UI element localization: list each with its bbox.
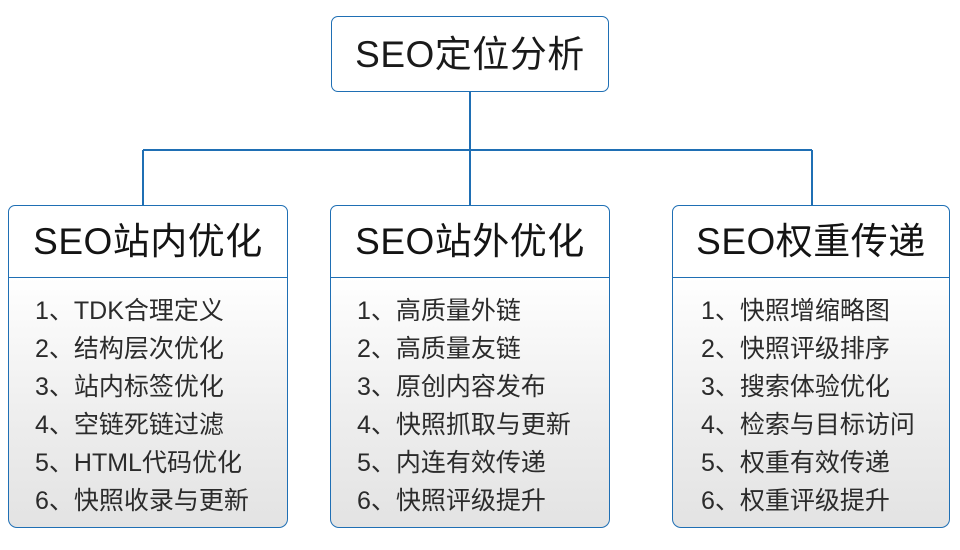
root-node[interactable]: SEO定位分析 — [331, 16, 609, 92]
list-item: 3、原创内容发布 — [357, 373, 546, 401]
list-item: 5、HTML代码优化 — [35, 449, 242, 477]
root-node-label: SEO定位分析 — [355, 33, 585, 75]
list-item: 4、快照抓取与更新 — [357, 411, 571, 439]
list-item: 1、快照增缩略图 — [701, 297, 890, 325]
branch-title-2: SEO站外优化 — [355, 221, 585, 262]
list-item: 6、权重评级提升 — [701, 487, 890, 515]
branch-body-3: 1、快照增缩略图 2、快照评级排序 3、搜索体验优化 4、检索与目标访问 5、权… — [672, 278, 950, 528]
list-item: 3、站内标签优化 — [35, 373, 224, 401]
branch-body-2: 1、高质量外链 2、高质量友链 3、原创内容发布 4、快照抓取与更新 5、内连有… — [330, 278, 610, 528]
list-item: 2、快照评级排序 — [701, 335, 890, 363]
branch-title-1: SEO站内优化 — [33, 221, 263, 262]
list-item: 5、权重有效传递 — [701, 449, 890, 477]
branch-header-2[interactable]: SEO站外优化 — [330, 205, 610, 278]
branch-body-1: 1、TDK合理定义 2、结构层次优化 3、站内标签优化 4、空链死链过滤 5、H… — [8, 278, 288, 528]
branch-column-3[interactable]: SEO权重传递 1、快照增缩略图 2、快照评级排序 3、搜索体验优化 4、检索与… — [672, 205, 950, 528]
branch-title-3: SEO权重传递 — [696, 221, 926, 262]
branch-item-list-2: 1、高质量外链 2、高质量友链 3、原创内容发布 4、快照抓取与更新 5、内连有… — [331, 292, 609, 520]
branch-header-3[interactable]: SEO权重传递 — [672, 205, 950, 278]
branch-header-1[interactable]: SEO站内优化 — [8, 205, 288, 278]
branch-item-list-3: 1、快照增缩略图 2、快照评级排序 3、搜索体验优化 4、检索与目标访问 5、权… — [673, 292, 949, 520]
list-item: 1、TDK合理定义 — [35, 297, 224, 325]
branch-item-list-1: 1、TDK合理定义 2、结构层次优化 3、站内标签优化 4、空链死链过滤 5、H… — [9, 292, 287, 520]
list-item: 6、快照收录与更新 — [35, 487, 249, 515]
branch-column-1[interactable]: SEO站内优化 1、TDK合理定义 2、结构层次优化 3、站内标签优化 4、空链… — [8, 205, 288, 528]
list-item: 3、搜索体验优化 — [701, 373, 890, 401]
list-item: 4、检索与目标访问 — [701, 411, 915, 439]
list-item: 2、高质量友链 — [357, 335, 521, 363]
list-item: 4、空链死链过滤 — [35, 411, 224, 439]
list-item: 2、结构层次优化 — [35, 335, 224, 363]
list-item: 6、快照评级提升 — [357, 487, 546, 515]
list-item: 1、高质量外链 — [357, 297, 521, 325]
list-item: 5、内连有效传递 — [357, 449, 546, 477]
branch-column-2[interactable]: SEO站外优化 1、高质量外链 2、高质量友链 3、原创内容发布 4、快照抓取与… — [330, 205, 610, 528]
